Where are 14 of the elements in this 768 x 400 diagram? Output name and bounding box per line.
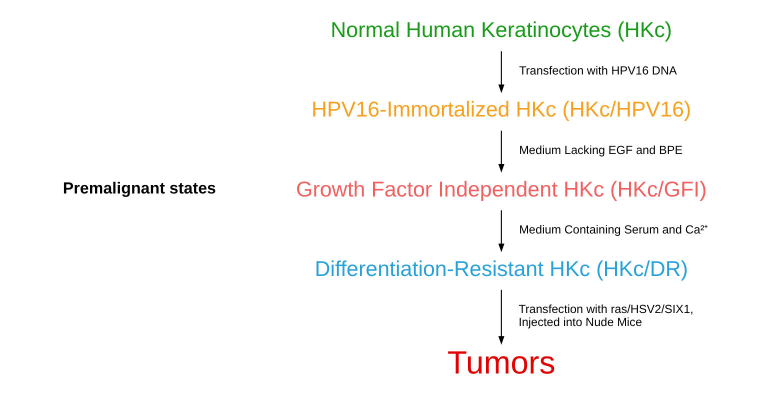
edge-label: Medium Containing Serum and Ca²⁺ (518, 222, 708, 237)
arrow (498, 130, 504, 173)
node-text: Normal Human Keratinocytes (HKc) (330, 18, 672, 42)
edge-label: Transfection with ras/HSV2/SIX1, Injected into Nude Mice (518, 302, 693, 330)
node-text: Tumors (446, 344, 555, 381)
node-text: Differentiation-Resistant HKc (HKc/DR) (314, 256, 688, 281)
arrow (498, 51, 504, 94)
edge-label: Medium Lacking EGF and BPE (518, 143, 682, 158)
node-text: Growth Factor Independent HKc (HKc/GFI) (296, 177, 706, 202)
arrow (498, 290, 504, 345)
edge-label: Transfection with HPV16 DNA (518, 64, 676, 78)
label: Premalignant states (62, 180, 216, 198)
arrow (498, 210, 504, 252)
node-text: HPV16-Immortalized HKc (HKc/HPV16) (311, 98, 691, 122)
